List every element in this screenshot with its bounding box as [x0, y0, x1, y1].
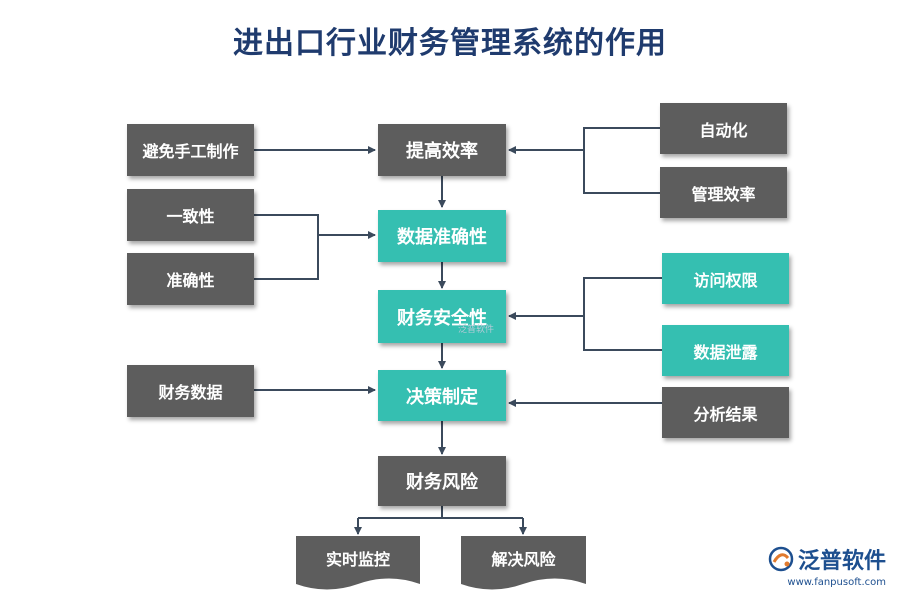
connector-correctness — [254, 235, 319, 280]
connector-consistency — [254, 214, 319, 235]
box-efficiency: 提高效率 — [378, 124, 506, 176]
connector-data-leak — [583, 316, 662, 351]
box-data-leak: 数据泄露 — [662, 325, 789, 376]
box-access-rights: 访问权限 — [662, 253, 789, 304]
box-mgmt-efficiency: 管理效率 — [660, 167, 787, 218]
box-automation: 自动化 — [660, 103, 787, 154]
box-consistency: 一致性 — [127, 189, 254, 241]
box-realtime-monitor — [296, 536, 420, 590]
page-title: 进出口行业财务管理系统的作用 — [233, 26, 667, 61]
connector-mgmt-efficiency — [583, 150, 660, 194]
box-security: 财务安全性 — [378, 290, 506, 343]
box-analysis-results: 分析结果 — [662, 387, 789, 438]
connector-access-rights — [583, 277, 662, 316]
fanpu-logo-icon — [768, 546, 794, 572]
box-risk: 财务风险 — [378, 456, 506, 506]
logo-url: www.fanpusoft.com — [787, 577, 886, 588]
label-realtime-monitor: 实时监控 — [325, 550, 390, 569]
box-decision: 决策制定 — [378, 370, 506, 421]
box-accuracy: 数据准确性 — [378, 210, 506, 262]
label-resolve-risk: 解决风险 — [491, 550, 556, 569]
brand-logo: 泛普软件 www.fanpusoft.com — [768, 543, 886, 588]
box-avoid-manual: 避免手工制作 — [127, 124, 254, 176]
connector-automation — [583, 127, 660, 150]
box-correctness: 准确性 — [127, 253, 254, 305]
watermark: 泛普软件 — [458, 325, 495, 335]
box-financial-data: 财务数据 — [127, 365, 254, 417]
logo-name: 泛普软件 — [797, 549, 886, 574]
box-resolve-risk — [461, 536, 586, 590]
